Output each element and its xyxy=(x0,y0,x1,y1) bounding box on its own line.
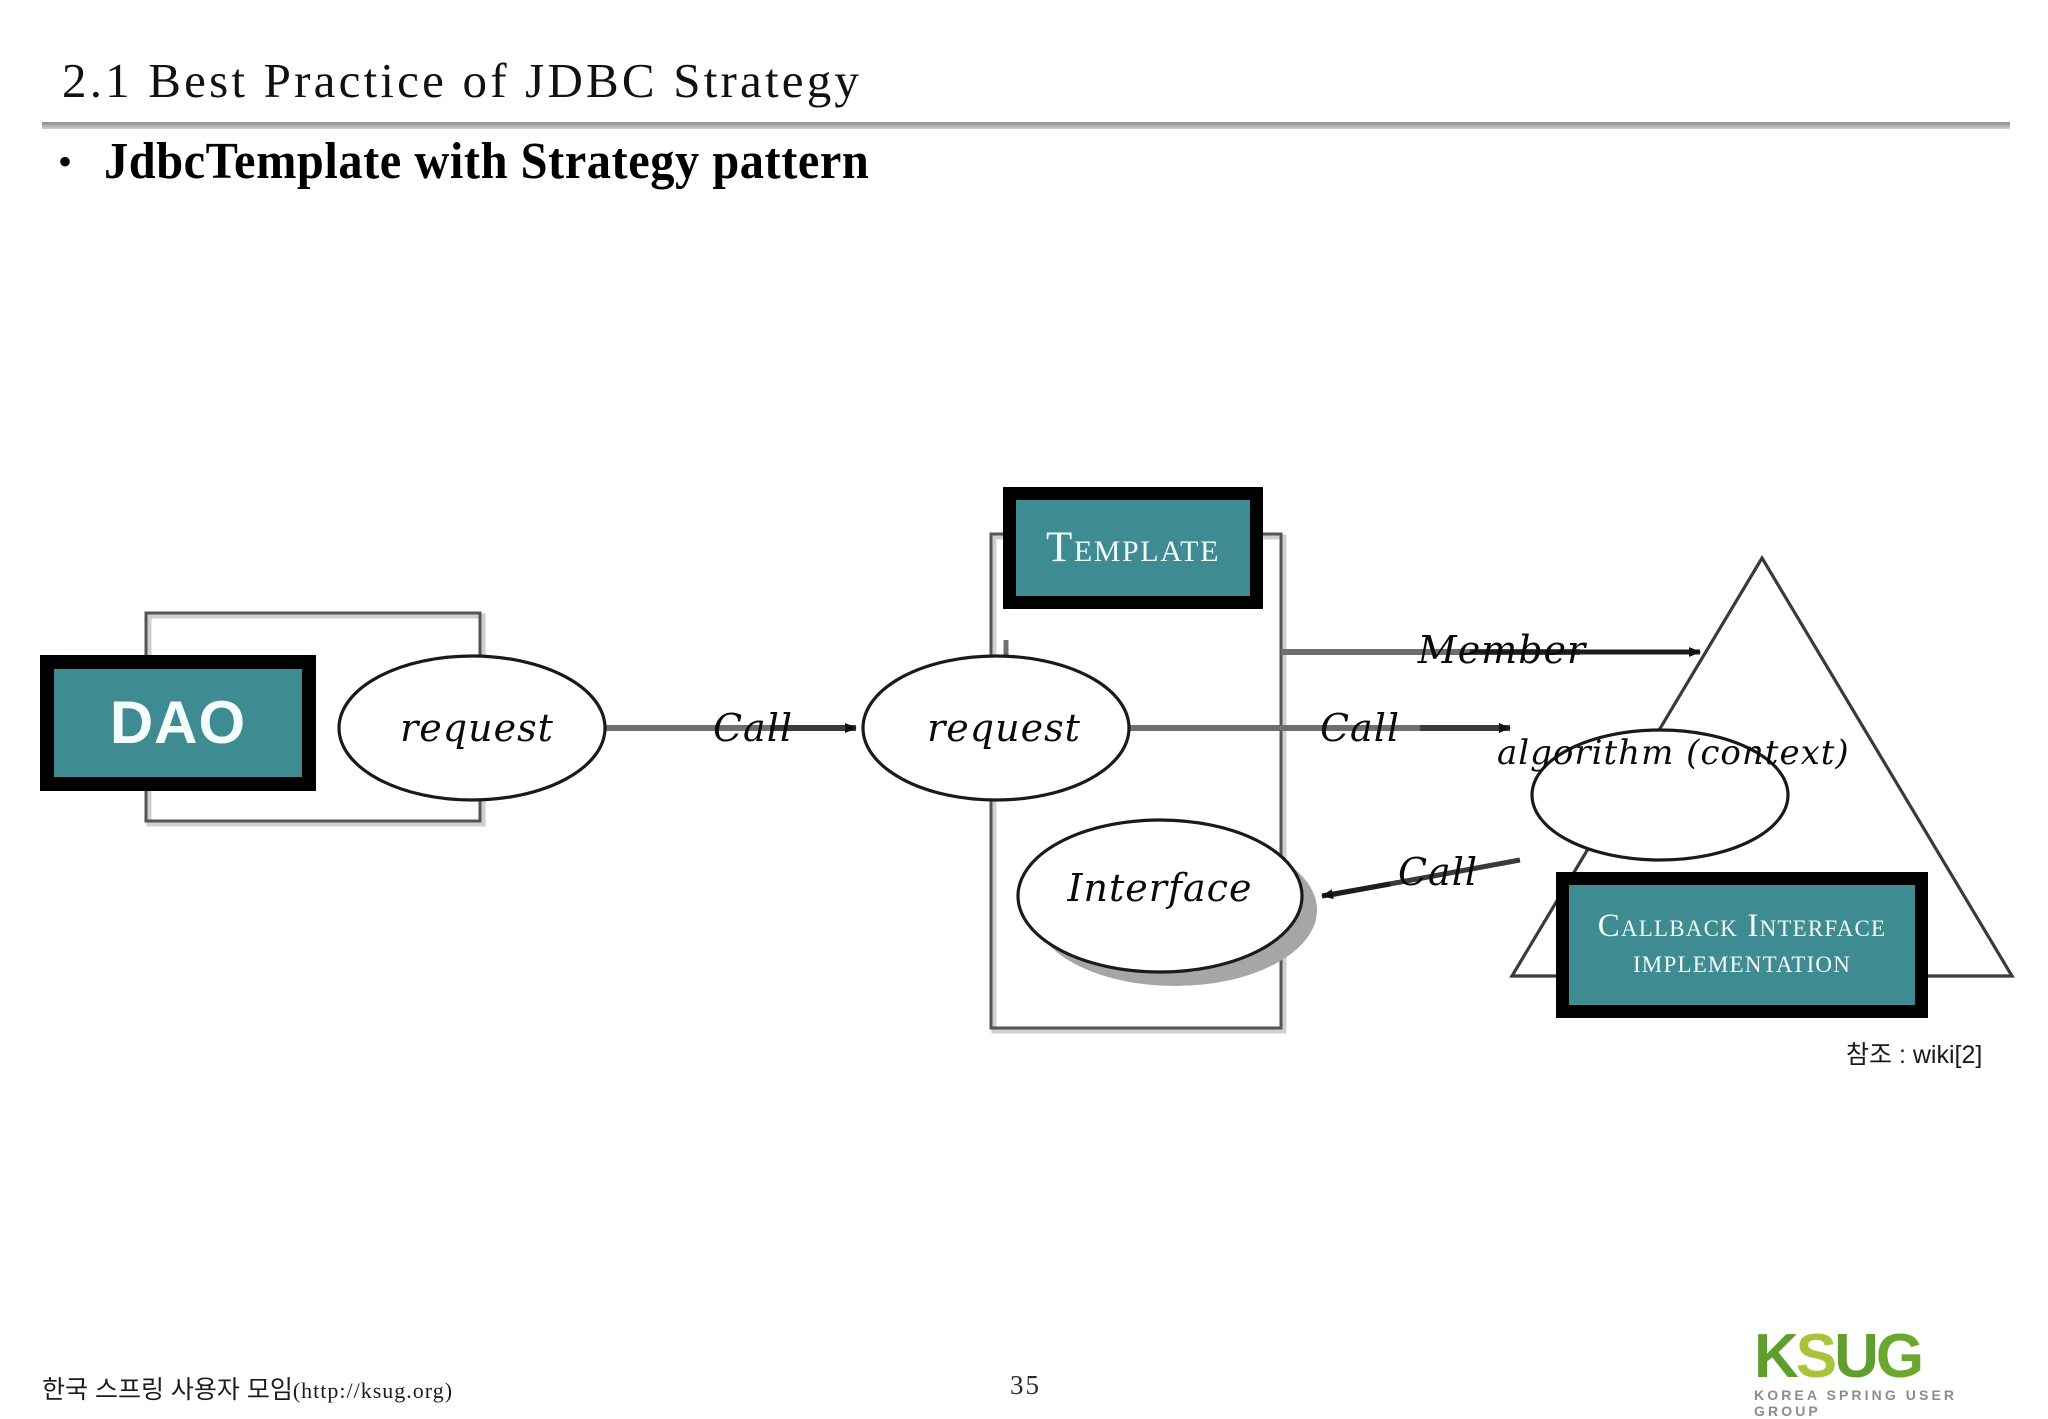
bullet-heading: JdbcTemplate with Strategy pattern xyxy=(104,133,870,190)
node-label-request-1: request xyxy=(400,706,554,750)
callback-interface-box[interactable]: Callback Interface implementation xyxy=(1556,872,1928,1018)
edge-label-member: Member xyxy=(1417,628,1587,672)
page-number: 35 xyxy=(1010,1370,1041,1400)
title-divider xyxy=(42,122,2010,129)
dao-box[interactable]: DAO xyxy=(40,655,316,791)
node-label-algorithm: algorithm (context) xyxy=(1497,733,1850,773)
footer-org-name: 한국 스프링 사용자 모임 xyxy=(42,1376,293,1404)
ksug-letter-g: G xyxy=(1875,1322,1924,1391)
node-label-request-2: request xyxy=(927,706,1081,750)
footer-org-url: (http://ksug.org) xyxy=(292,1378,454,1403)
ksug-logo: KSUG KOREA SPRING USER GROUP xyxy=(1754,1326,2016,1419)
node-label-interface: Interface xyxy=(1067,866,1253,910)
source-reference: 참조 : wiki[2] xyxy=(1846,1041,1983,1069)
footer-organization: 한국 스프링 사용자 모임(http://ksug.org) xyxy=(42,1370,453,1406)
ksug-letter-u: U xyxy=(1834,1322,1879,1391)
bullet-row: • JdbcTemplate with Strategy pattern xyxy=(58,130,927,194)
ksug-letter-k: K xyxy=(1754,1322,1799,1391)
callback-interface-box-label: Callback Interface implementation xyxy=(1597,908,1887,980)
edge-label-call-3: Call xyxy=(1397,850,1479,894)
bullet-dot-icon: • xyxy=(58,139,73,184)
template-box[interactable]: Template xyxy=(1003,487,1263,609)
edge-label-call-2: Call xyxy=(1319,706,1401,750)
interface-ellipse-shadow xyxy=(1033,834,1317,986)
edge-label-call-1: Call xyxy=(712,706,794,750)
dao-box-fill: DAO xyxy=(54,669,302,777)
callback-interface-box-fill: Callback Interface implementation xyxy=(1569,885,1915,1005)
template-box-fill: Template xyxy=(1016,500,1250,596)
template-box-label: Template xyxy=(1045,523,1221,571)
ksug-wordmark: KSUG xyxy=(1754,1326,2016,1388)
ksug-tagline: KOREA SPRING USER GROUP xyxy=(1754,1387,1958,1419)
ksug-letter-s: S xyxy=(1795,1322,1837,1391)
dao-box-label: DAO xyxy=(109,688,247,756)
page-title: 2.1 Best Practice of JDBC Strategy xyxy=(62,53,863,108)
